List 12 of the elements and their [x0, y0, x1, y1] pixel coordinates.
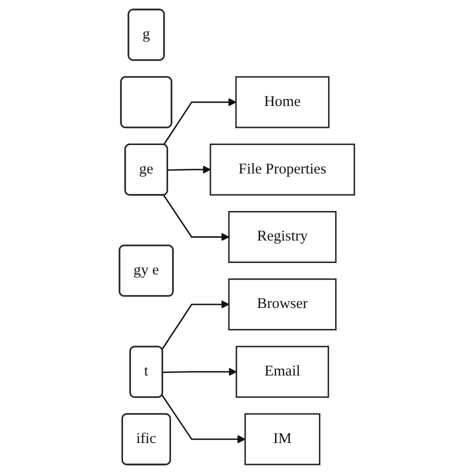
- arrow: [168, 165, 211, 174]
- arrow: [163, 194, 230, 242]
- node-box: IM: [244, 413, 320, 466]
- arrow: [163, 98, 236, 146]
- arrow: [162, 394, 246, 444]
- node-box: Browser: [228, 278, 337, 330]
- arrow: [162, 368, 237, 376]
- node-box: Registry: [228, 211, 337, 263]
- node-box: Home: [235, 76, 330, 128]
- node-box: Email: [236, 346, 330, 398]
- arrow: [162, 300, 230, 350]
- node-box: File Properties: [210, 144, 356, 196]
